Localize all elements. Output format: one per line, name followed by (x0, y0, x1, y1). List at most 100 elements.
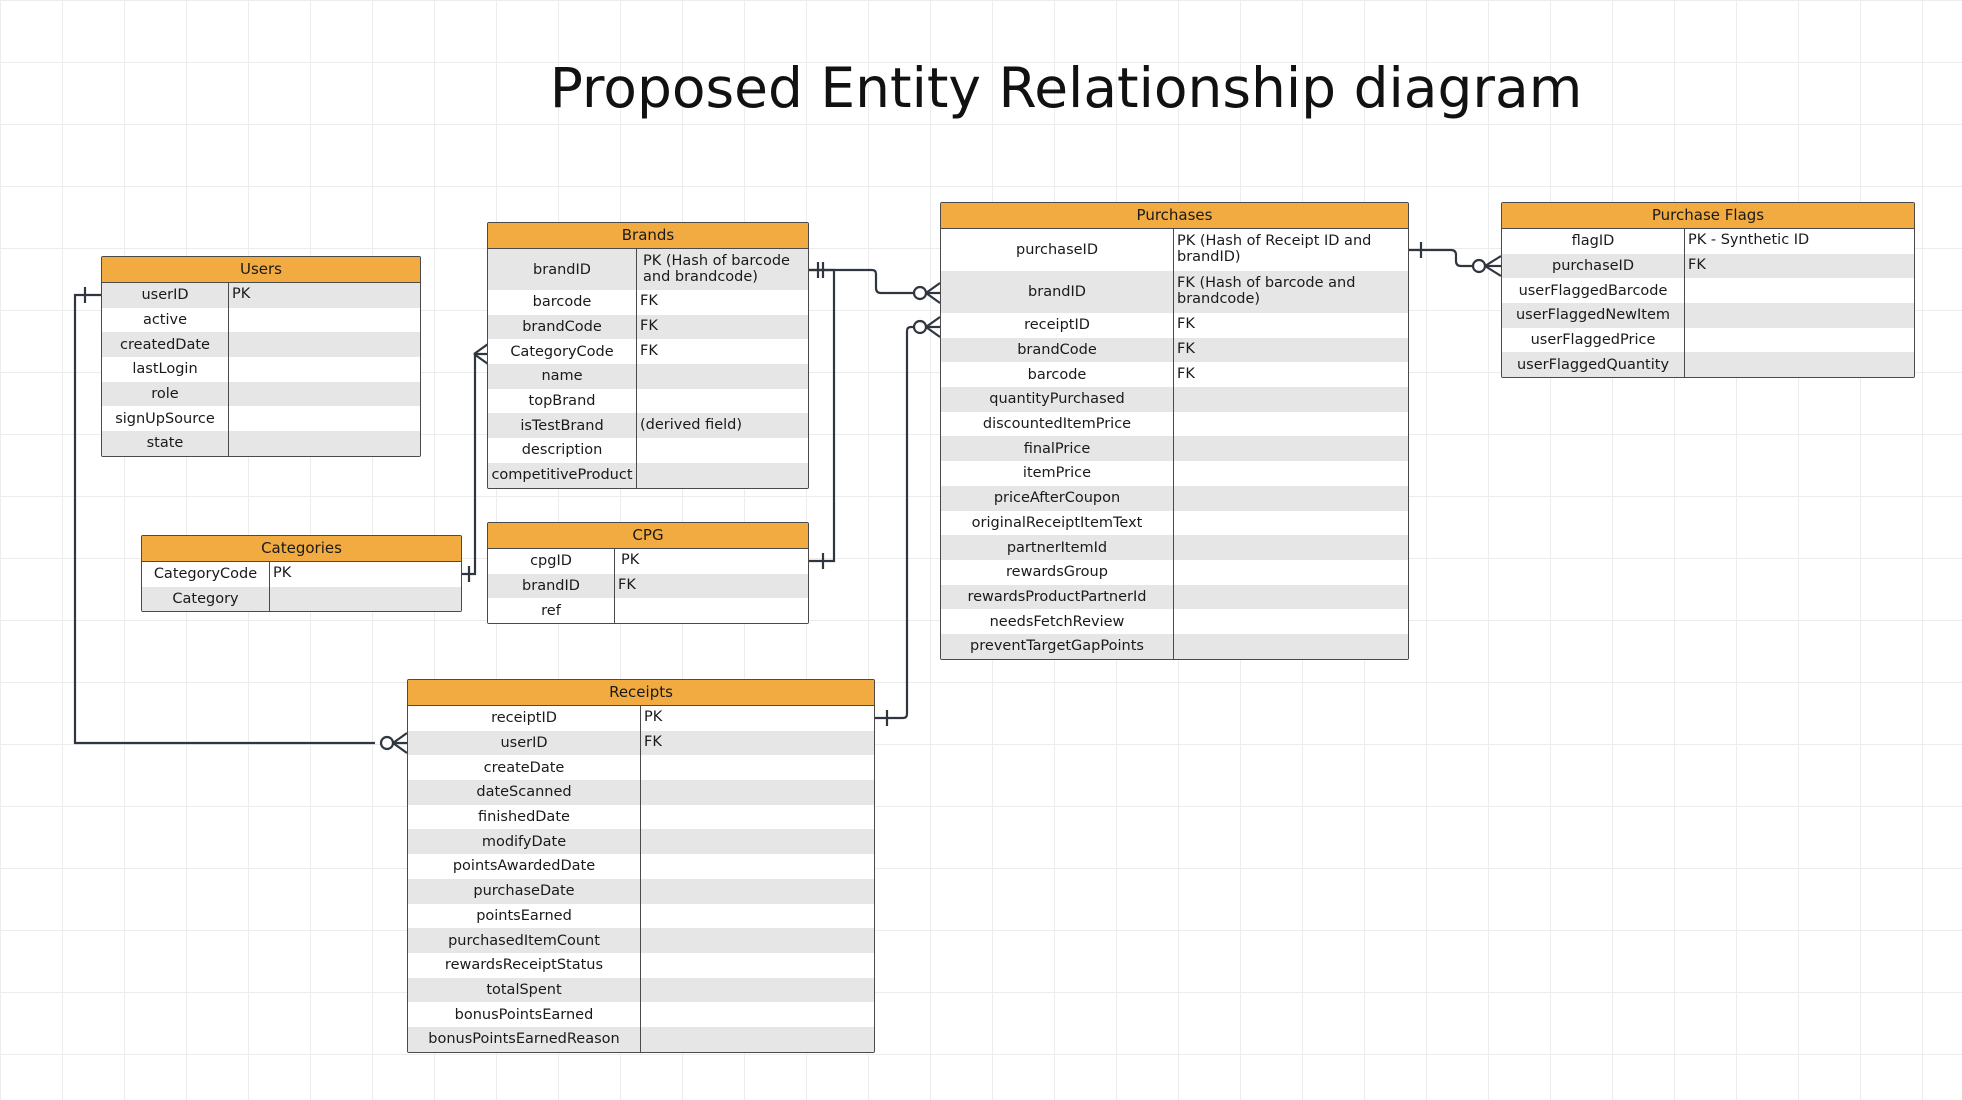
field-key (1174, 486, 1177, 511)
diagram-title: Proposed Entity Relationship diagram (549, 56, 1583, 120)
field-key (1174, 412, 1177, 437)
field-name: createDate (408, 755, 641, 781)
field-name: role (102, 381, 229, 407)
table-row: barcode FK (941, 362, 1408, 388)
field-key (1685, 303, 1688, 328)
field-key (229, 332, 232, 357)
table-row: brandID PK (Hash of barcode and brandcod… (488, 249, 808, 290)
field-key (641, 879, 644, 904)
field-name: quantityPurchased (941, 387, 1174, 412)
field-name: receiptID (408, 706, 641, 731)
table-row: userFlaggedNewItem (1502, 303, 1914, 328)
table-row: purchaseID PK (Hash of Receipt ID and br… (941, 229, 1408, 271)
entity-purchases[interactable]: Purchases purchaseID PK (Hash of Receipt… (940, 202, 1409, 660)
field-name: totalSpent (408, 977, 641, 1003)
field-name: brandID (941, 271, 1174, 313)
field-key (1685, 328, 1688, 353)
field-key (1174, 585, 1177, 610)
field-name: bonusPointsEarned (408, 1002, 641, 1027)
field-key (615, 598, 618, 623)
field-name: topBrand (488, 388, 637, 414)
table-row: dateScanned (408, 780, 874, 805)
table-row: rewardsReceiptStatus (408, 952, 874, 978)
entity-categories[interactable]: Categories CategoryCode PK Category (141, 535, 462, 613)
table-row: discountedItemPrice (941, 411, 1408, 437)
field-key (637, 438, 640, 463)
entity-header: Purchase Flags (1502, 203, 1914, 229)
table-row: isTestBrand (derived field) (488, 413, 808, 439)
table-row: totalSpent (408, 977, 874, 1003)
entity-rows: flagID PK - Synthetic ID purchaseID FK u… (1502, 229, 1914, 378)
table-row: competitiveProduct (488, 462, 808, 488)
entity-header: Users (102, 257, 420, 283)
entity-header: Categories (142, 536, 461, 562)
field-name: brandID (488, 573, 615, 599)
table-row: receiptID PK (408, 706, 874, 731)
field-key (637, 463, 640, 488)
field-name: name (488, 364, 637, 389)
table-row: flagID PK - Synthetic ID (1502, 229, 1914, 254)
field-name: userID (408, 730, 641, 756)
field-name: purchaseDate (408, 878, 641, 904)
table-row: partnerItemId (941, 535, 1408, 560)
entity-rows: cpgID PK brandID FK ref (488, 549, 808, 624)
table-row: brandCode FK (488, 314, 808, 340)
table-row: state (102, 431, 420, 456)
field-key (229, 431, 232, 456)
field-name: barcode (941, 362, 1174, 388)
entity-header: Purchases (941, 203, 1408, 229)
table-row: brandCode FK (941, 337, 1408, 363)
entity-users[interactable]: Users userID PK active createdDate lastL… (101, 256, 421, 457)
field-key (637, 364, 640, 389)
field-name: competitiveProduct (488, 462, 637, 488)
field-key (1685, 278, 1688, 303)
table-row: brandID FK (488, 573, 808, 599)
field-name: purchaseID (941, 229, 1174, 271)
field-key (229, 382, 232, 407)
field-key (641, 805, 644, 830)
entity-rows: userID PK active createdDate lastLogin r… (102, 283, 420, 456)
entity-rows: CategoryCode PK Category (142, 562, 461, 612)
entity-cpg[interactable]: CPG cpgID PK brandID FK ref (487, 522, 809, 625)
field-key (1174, 511, 1177, 536)
entity-rows: receiptID PK userID FK createDate dateSc… (408, 706, 874, 1052)
field-name: priceAfterCoupon (941, 485, 1174, 511)
entity-receipts[interactable]: Receipts receiptID PK userID FK createDa… (407, 679, 875, 1053)
table-row: userID PK (102, 283, 420, 308)
table-row: finalPrice (941, 436, 1408, 462)
table-row: lastLogin (102, 357, 420, 382)
field-name: cpgID (488, 549, 615, 574)
field-key: PK (273, 565, 292, 582)
field-key: (derived field) (640, 416, 743, 433)
table-row: rewardsProductPartnerId (941, 584, 1408, 610)
field-name: CategoryCode (488, 339, 637, 365)
table-row: userFlaggedBarcode (1502, 278, 1914, 304)
field-name: Category (142, 586, 270, 612)
field-key: FK (640, 293, 658, 310)
table-row: purchasedItemCount (408, 928, 874, 953)
field-name: lastLogin (102, 357, 229, 382)
table-row: preventTargetGapPoints (941, 633, 1408, 659)
field-name: brandID (488, 249, 637, 290)
field-key: PK (Hash of barcode and brandcode) (643, 252, 790, 285)
table-row: quantityPurchased (941, 387, 1408, 412)
table-row: rewardsGroup (941, 559, 1408, 585)
entity-purchase-flags[interactable]: Purchase Flags flagID PK - Synthetic ID … (1501, 202, 1915, 379)
field-name: purchaseID (1502, 253, 1685, 279)
field-name: pointsAwardedDate (408, 854, 641, 879)
field-key (1174, 436, 1177, 461)
field-key (641, 780, 644, 805)
table-row: originalReceiptItemText (941, 510, 1408, 536)
field-key (641, 829, 644, 854)
field-name: pointsEarned (408, 903, 641, 929)
entity-header: CPG (488, 523, 808, 549)
field-key: FK (1177, 316, 1195, 333)
table-row: signUpSource (102, 406, 420, 432)
field-name: userFlaggedBarcode (1502, 278, 1685, 304)
link-users-receipts (73, 287, 408, 754)
table-row: userFlaggedQuantity (1502, 352, 1914, 378)
entity-brands[interactable]: Brands brandID PK (Hash of barcode and b… (487, 222, 809, 489)
field-name: brandCode (488, 314, 637, 340)
field-name: isTestBrand (488, 413, 637, 439)
